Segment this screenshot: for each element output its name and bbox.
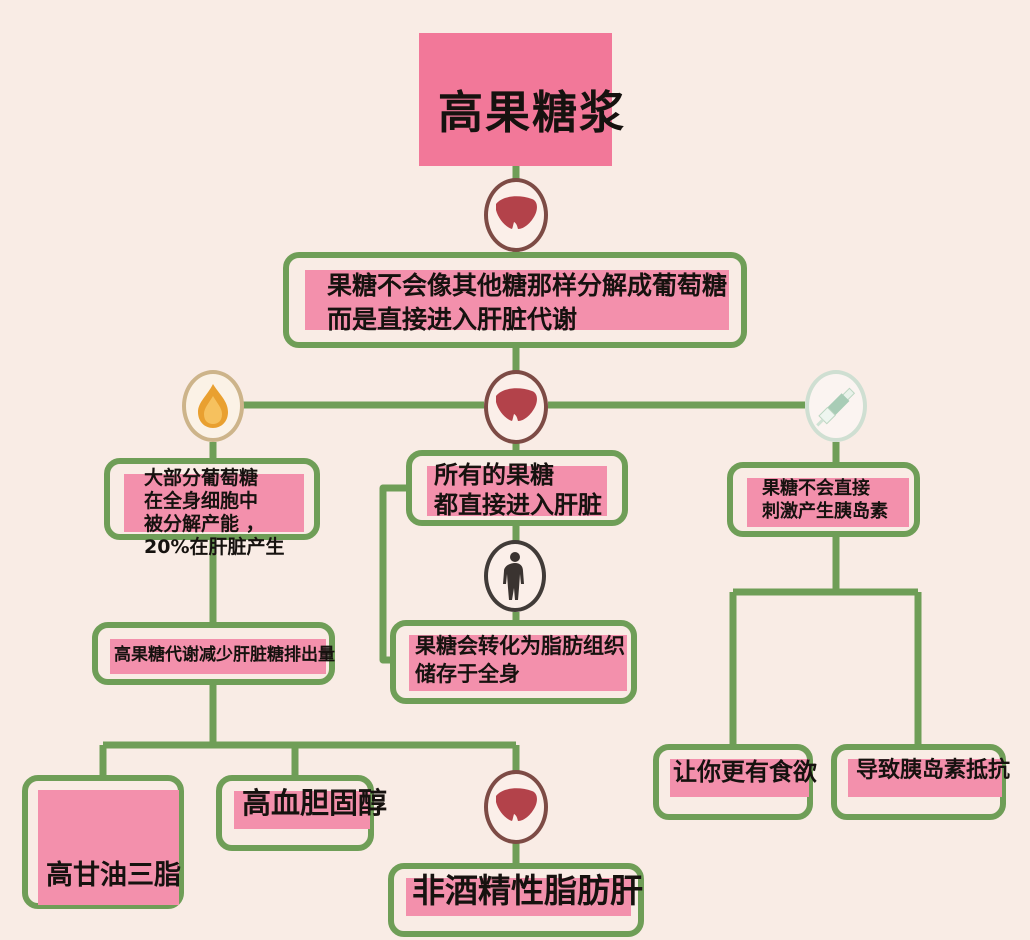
appetite-text: 让你更有食欲 <box>673 758 817 786</box>
node-insulin-resistance: 导致胰岛素抵抗 <box>831 744 1010 820</box>
main-statement-line1: 果糖不会像其他糖那样分解成葡萄糖 <box>327 271 728 300</box>
node-fill <box>38 790 179 905</box>
node-fat-tissue: 果糖会转化为脂肪组织 储存于全身 <box>390 620 637 704</box>
node-fill <box>427 466 607 516</box>
all-fructose-line1: 所有的果糖 <box>434 461 554 489</box>
insulin-resistance-text: 导致胰岛素抵抗 <box>856 758 1011 783</box>
node-fill <box>234 791 370 829</box>
glucose-line2: 在全身细胞中 <box>144 490 259 512</box>
fat-tissue-line1: 果糖会转化为脂肪组织 <box>415 634 625 658</box>
node-insulin-stimulation: 果糖不会直接 刺激产生胰岛素 <box>727 462 920 537</box>
node-fill <box>305 270 729 330</box>
node-fill <box>848 759 1002 797</box>
fat-tissue-line2: 储存于全身 <box>415 662 520 686</box>
node-high-triglycerides: 高甘油三脂 <box>22 775 184 909</box>
flame-icon <box>182 370 244 442</box>
node-fill <box>747 478 909 527</box>
all-fructose-line2: 都直接进入肝脏 <box>434 491 602 519</box>
node-all-fructose: 所有的果糖 都直接进入肝脏 <box>406 450 628 526</box>
node-hepatic-glucose-output: 高果糖代谢减少肝脏糖排出量 <box>92 622 335 685</box>
syringe-icon <box>805 370 867 442</box>
node-nafld: 非酒精性脂肪肝 <box>388 863 644 937</box>
node-fill <box>110 639 326 674</box>
hepatic-glucose-output-text: 高果糖代谢减少肝脏糖排出量 <box>114 645 335 665</box>
insulin-line2: 刺激产生胰岛素 <box>762 501 888 522</box>
node-fill <box>406 878 631 916</box>
nafld-text: 非酒精性脂肪肝 <box>412 871 643 910</box>
node-glucose-metabolism: 大部分葡萄糖 在全身细胞中 被分解产能 ， 20%在肝脏产生 <box>104 458 320 558</box>
liver-icon <box>484 370 548 444</box>
liver-icon <box>484 770 548 844</box>
insulin-line1: 果糖不会直接 <box>762 478 870 499</box>
triglycerides-text: 高甘油三脂 <box>46 860 181 891</box>
human-body-icon <box>484 540 546 612</box>
node-high-cholesterol: 高血胆固醇 <box>216 775 387 851</box>
node-increased-appetite: 让你更有食欲 <box>653 744 817 820</box>
node-fill <box>670 759 809 797</box>
node-title: 高果糖浆 <box>419 33 624 166</box>
glucose-line3: 被分解产能 ， <box>144 513 265 535</box>
title-text: 高果糖浆 <box>438 86 627 139</box>
glucose-line4: 20%在肝脏产生 <box>144 536 285 558</box>
liver-icon <box>484 178 548 252</box>
main-statement-line2: 而是直接进入肝脏代谢 <box>327 305 578 334</box>
node-fill <box>124 474 304 532</box>
node-main-statement: 果糖不会像其他糖那样分解成葡萄糖 而是直接进入肝脏代谢 <box>283 252 747 348</box>
cholesterol-text: 高血胆固醇 <box>242 786 388 820</box>
glucose-line1: 大部分葡萄糖 <box>144 467 259 489</box>
node-fill <box>409 635 627 691</box>
